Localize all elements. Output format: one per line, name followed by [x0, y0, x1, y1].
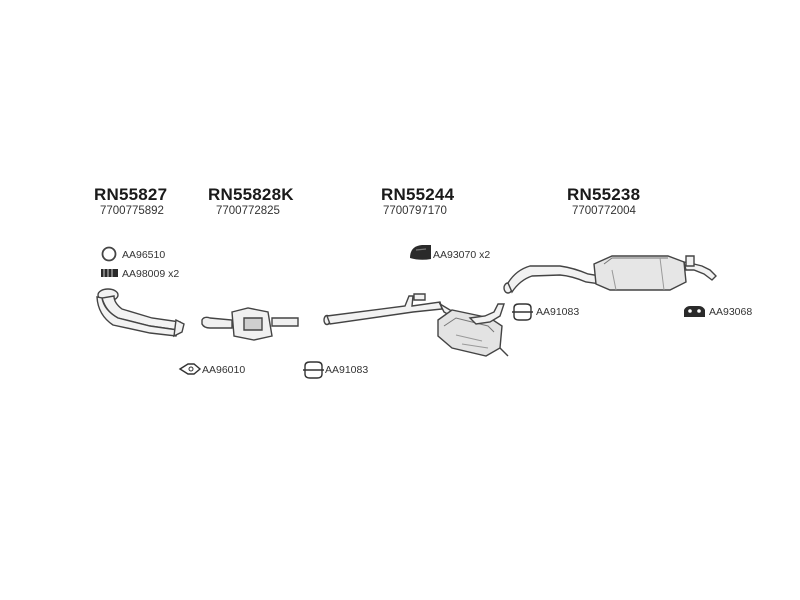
accessory-label-clamp-middle: AA91083	[325, 364, 369, 376]
clamp-icon	[303, 361, 324, 379]
hanger-icon	[684, 306, 705, 317]
rubber-mount-icon	[410, 245, 431, 260]
accessory-label-hanger: AA93068	[709, 306, 753, 318]
part-ref-catalyst: 7700772825	[216, 205, 280, 217]
accessory-label-clamp-rear: AA91083	[536, 306, 580, 318]
rear-silencer-part	[503, 255, 717, 294]
ring-gasket-icon	[101, 246, 117, 262]
part-code-front-pipe: RN55827	[94, 185, 168, 204]
front-pipe-part	[96, 288, 185, 338]
part-code-catalyst: RN55828K	[208, 185, 294, 204]
middle-silencer-part	[323, 293, 509, 357]
accessory-label-flange-gasket: AA96010	[202, 364, 246, 376]
accessory-label-rubber-mount: AA93070 x2	[433, 249, 491, 261]
accessory-label-ring-gasket: AA96510	[122, 249, 166, 261]
part-ref-rear-silencer: 7700772004	[572, 205, 636, 217]
clamp-icon	[512, 303, 533, 321]
catalyst-part	[201, 307, 299, 341]
part-ref-front-pipe: 7700775892	[100, 205, 164, 217]
accessory-label-spring: AA98009 x2	[122, 268, 180, 280]
part-code-rear-silencer: RN55238	[567, 185, 641, 204]
flange-gasket-icon	[178, 363, 202, 375]
part-ref-middle-silencer: 7700797170	[383, 205, 447, 217]
spring-icon	[101, 269, 118, 277]
part-code-middle-silencer: RN55244	[381, 185, 455, 204]
